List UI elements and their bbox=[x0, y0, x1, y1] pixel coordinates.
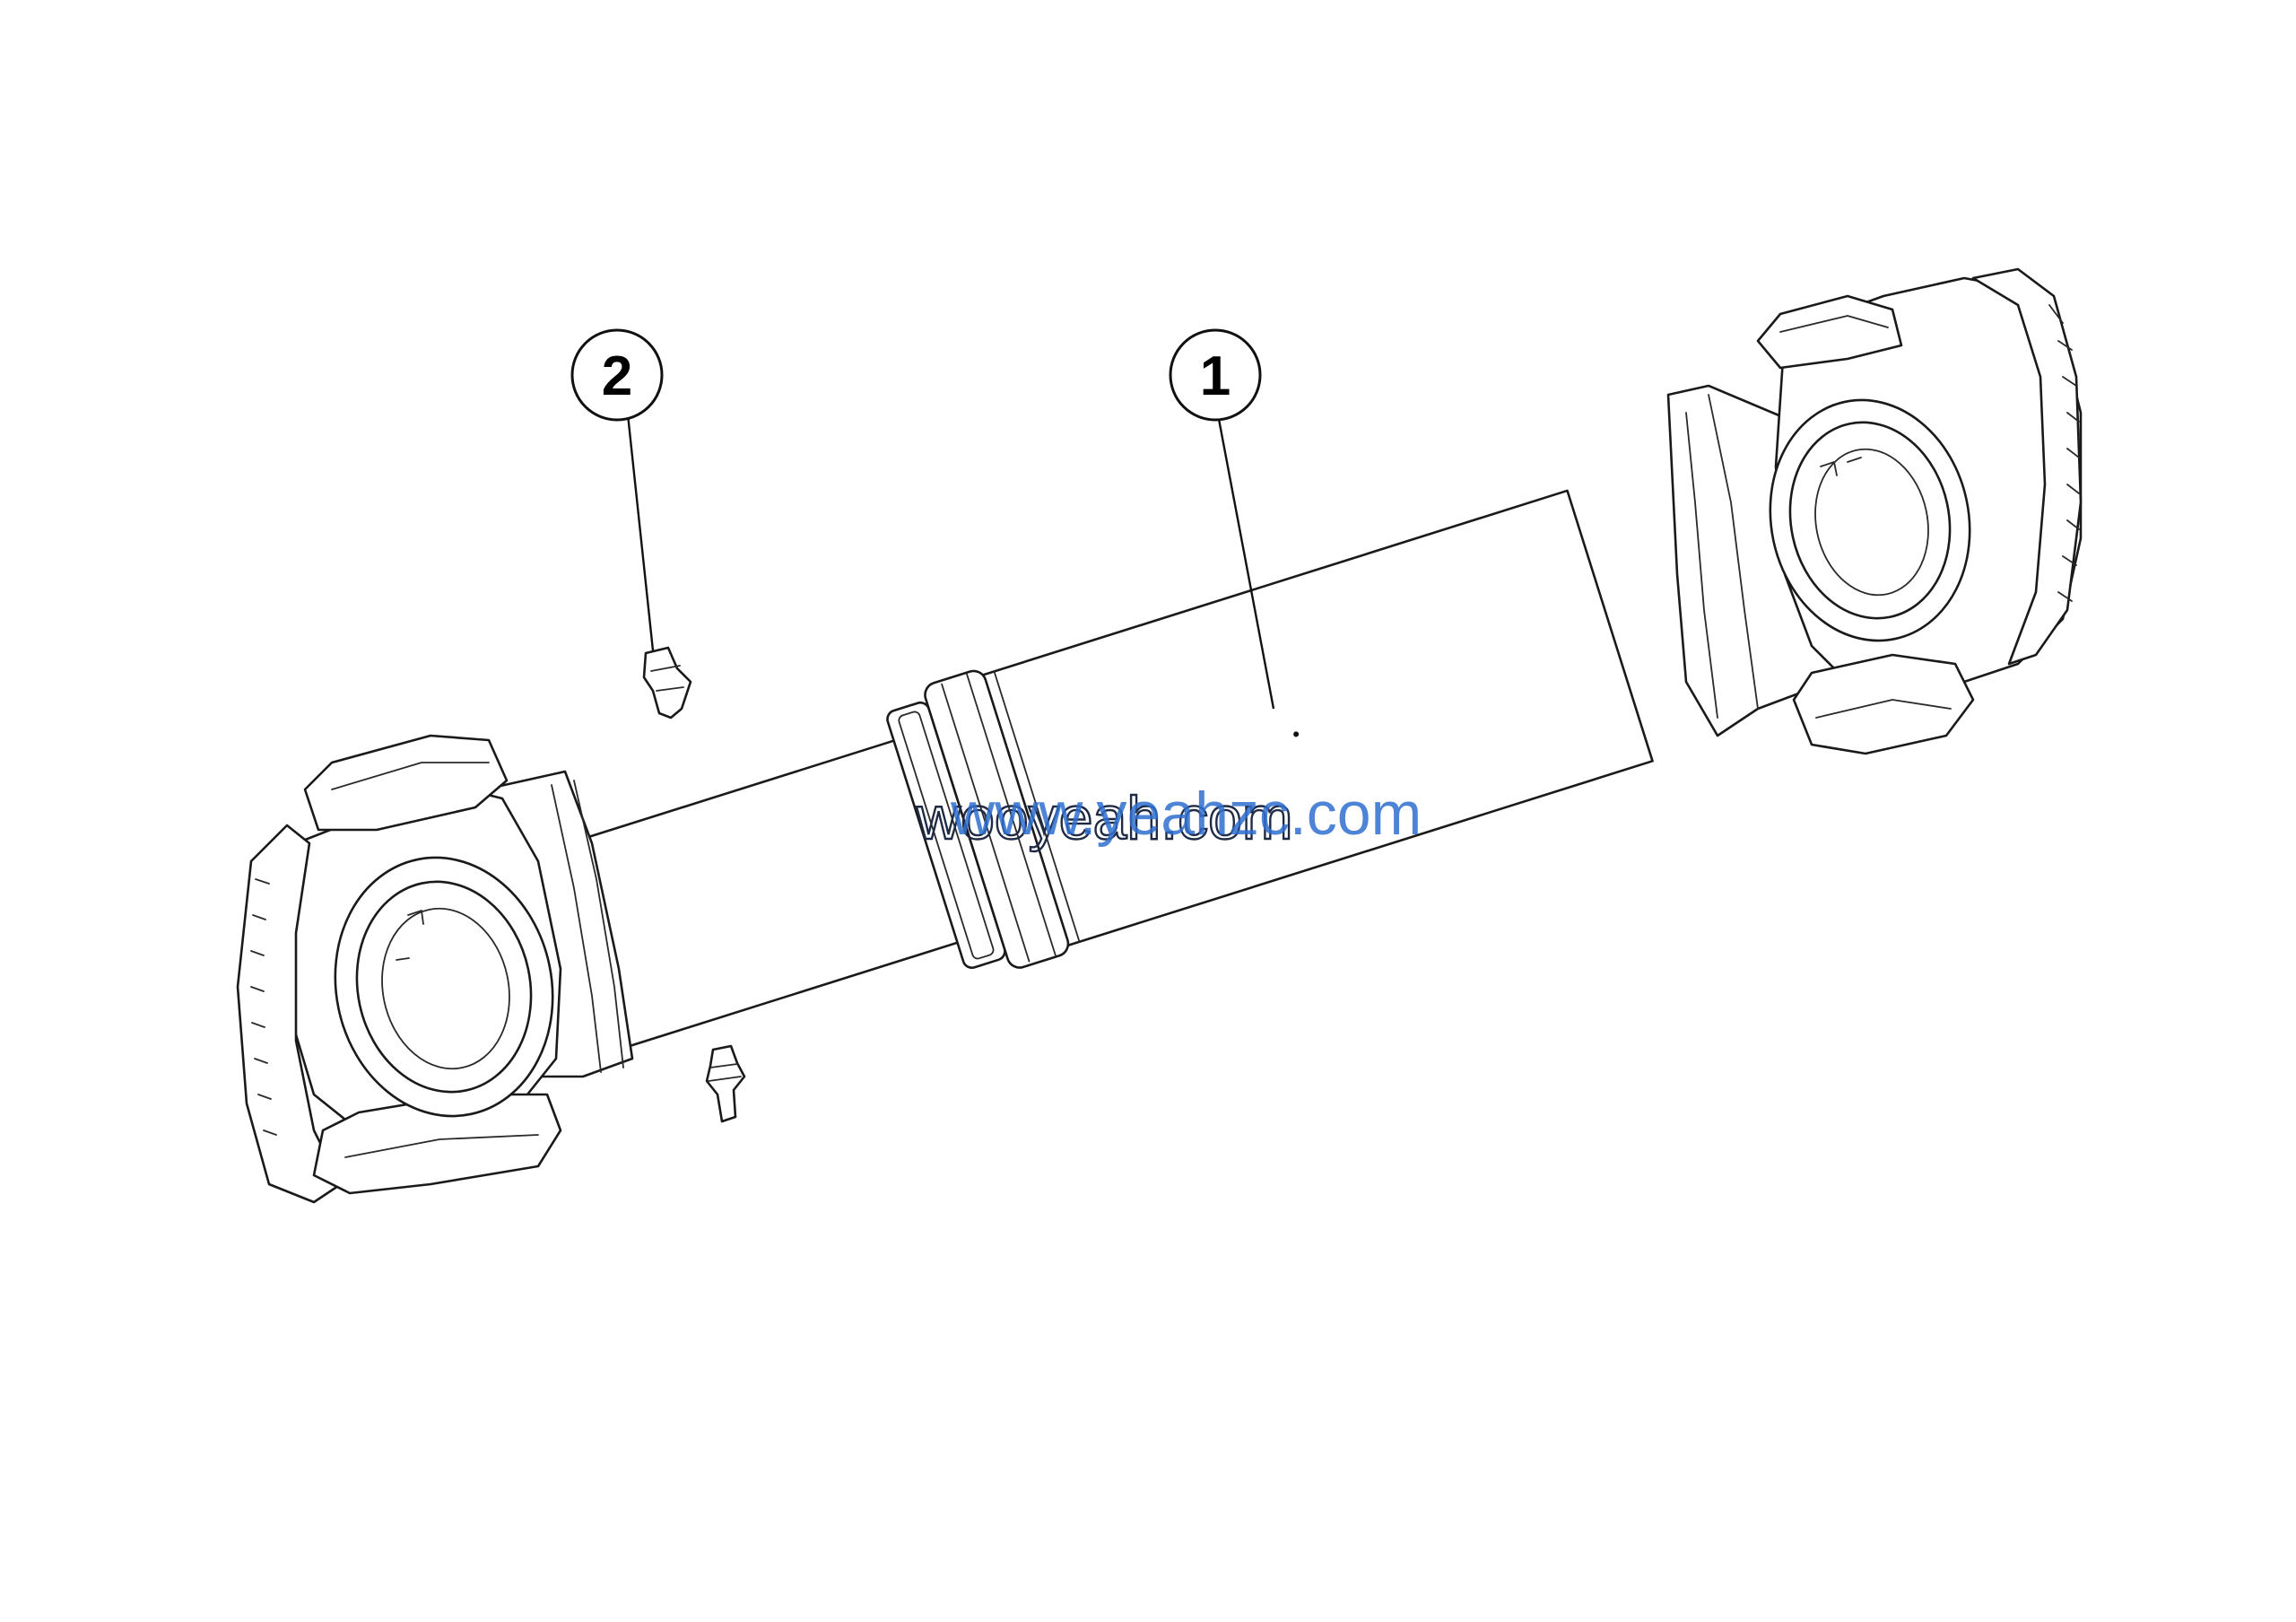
driveshaft-assembly bbox=[236, 267, 2083, 1204]
callout-1-label: 1 bbox=[1200, 345, 1231, 407]
callout-2-label: 2 bbox=[602, 345, 632, 407]
watermark-overlay: www.yeahzc.com bbox=[950, 780, 1422, 848]
callout-2-circle bbox=[570, 328, 664, 422]
grease-fitting-lower bbox=[705, 1044, 746, 1123]
grease-fitting-upper bbox=[642, 646, 692, 719]
watermark-main: wooyeah.com bbox=[916, 784, 1293, 852]
callout-1: 1 bbox=[1169, 328, 1275, 710]
right-universal-joint bbox=[1666, 267, 2083, 755]
callout-2: 2 bbox=[570, 328, 664, 651]
watermark: wooyeah.com www.yeahzc.com bbox=[915, 780, 1422, 853]
leader-line-1 bbox=[1216, 414, 1275, 710]
left-universal-joint bbox=[236, 734, 634, 1204]
leader-line-2 bbox=[626, 414, 655, 651]
callout-1-circle bbox=[1169, 328, 1262, 422]
